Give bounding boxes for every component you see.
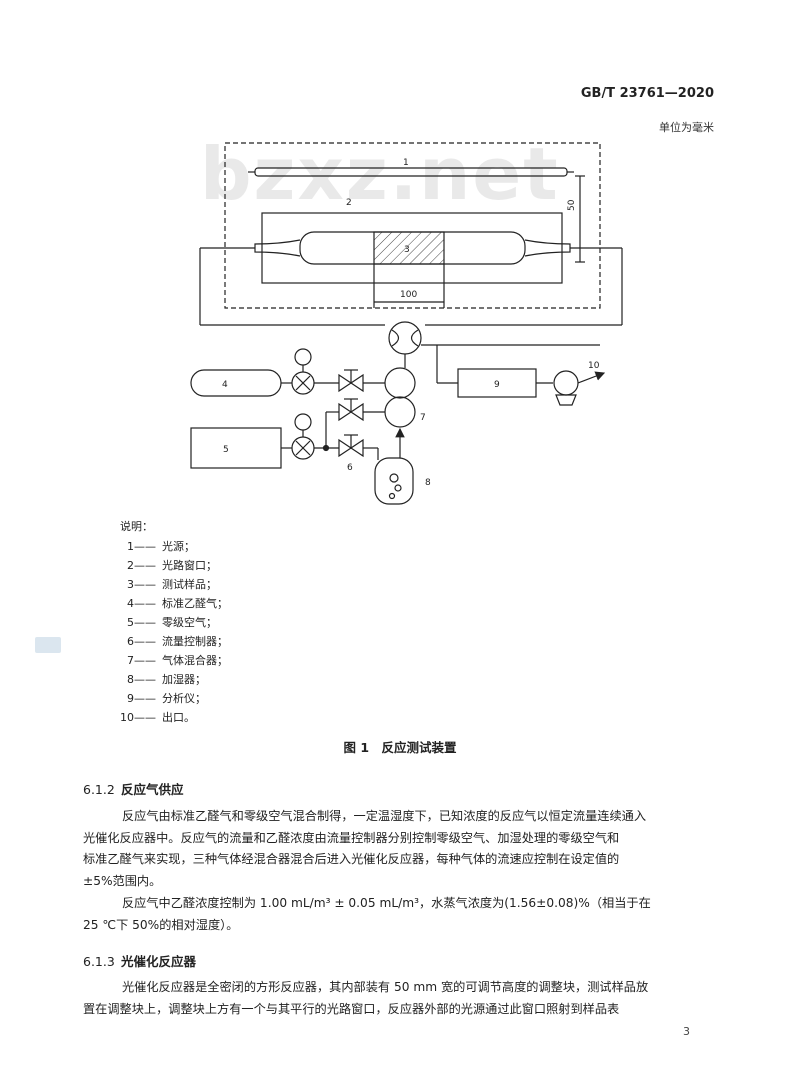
- label-3: 3: [404, 245, 410, 255]
- gas-mixer-lower: [384, 396, 416, 428]
- legend-title: 说明：: [120, 520, 153, 533]
- label-6: 6: [347, 463, 353, 473]
- reactor-housing: [261, 212, 563, 284]
- acetaldehyde-tank: [190, 369, 282, 397]
- paragraph: 反应气由标准乙醛气和零级空气混合制得，一定温湿度下，已知浓度的反应气以恒定流量连…: [83, 809, 647, 888]
- dimension-100: 100: [400, 290, 417, 300]
- legend-item: 5 ——零级空气；: [127, 616, 217, 629]
- reaction-test-apparatus-diagram: 1 2 3 50 100 4 5 6 7 8 9 10: [190, 142, 623, 505]
- switching-valve: [388, 321, 422, 355]
- legend-item: 3 ——测试样品；: [127, 578, 217, 591]
- legend-item: 10——出口。: [120, 711, 195, 724]
- label-10: 10: [588, 361, 600, 371]
- label-1: 1: [403, 158, 409, 168]
- legend-item: 9 ——分析仪；: [127, 692, 206, 705]
- figure-caption: 图 1 反应测试装置: [343, 740, 457, 755]
- label-7: 7: [420, 413, 426, 423]
- standard-number: GB/T 23761—2020: [580, 86, 714, 101]
- legend-list: 1 ——光源； 2 ——光路窗口； 3 ——测试样品； 4 ——标准乙醛气； 5…: [120, 537, 228, 727]
- label-8: 8: [425, 478, 431, 488]
- legend-item: 8 ——加湿器；: [127, 673, 206, 686]
- zero-air-supply: [190, 427, 282, 469]
- humidifier: [374, 457, 414, 505]
- label-4: 4: [222, 380, 228, 390]
- paragraph: 反应气中乙醛浓度控制为 1.00 mL/m³ ± 0.05 mL/m³，水蒸气浓…: [83, 896, 651, 932]
- legend-item: 6 ——流量控制器；: [127, 635, 228, 648]
- test-sample: [373, 231, 445, 265]
- legend-item: 2 ——光路窗口；: [127, 559, 217, 572]
- legend-item: 1 ——光源；: [127, 540, 195, 553]
- unit-note: 单位为毫米: [659, 121, 714, 134]
- legend-item: 7 ——气体混合器；: [127, 654, 228, 667]
- label-2: 2: [346, 198, 352, 208]
- page-number: 3: [683, 1025, 690, 1038]
- dimension-50: 50: [567, 199, 577, 211]
- paragraph: 光催化反应器是全密闭的方形反应器，其内部装有 50 mm 宽的可调节高度的调整块…: [83, 980, 649, 1016]
- label-5: 5: [223, 445, 229, 455]
- light-box-enclosure: [224, 142, 601, 309]
- pump: [553, 370, 579, 396]
- legend-item: 4 ——标准乙醛气；: [127, 597, 228, 610]
- light-source-tube: [254, 167, 568, 177]
- label-9: 9: [494, 380, 500, 390]
- side-logo-badge: [35, 637, 61, 653]
- watermark: bzxz.net: [200, 132, 560, 216]
- gas-mixer-upper: [384, 367, 416, 399]
